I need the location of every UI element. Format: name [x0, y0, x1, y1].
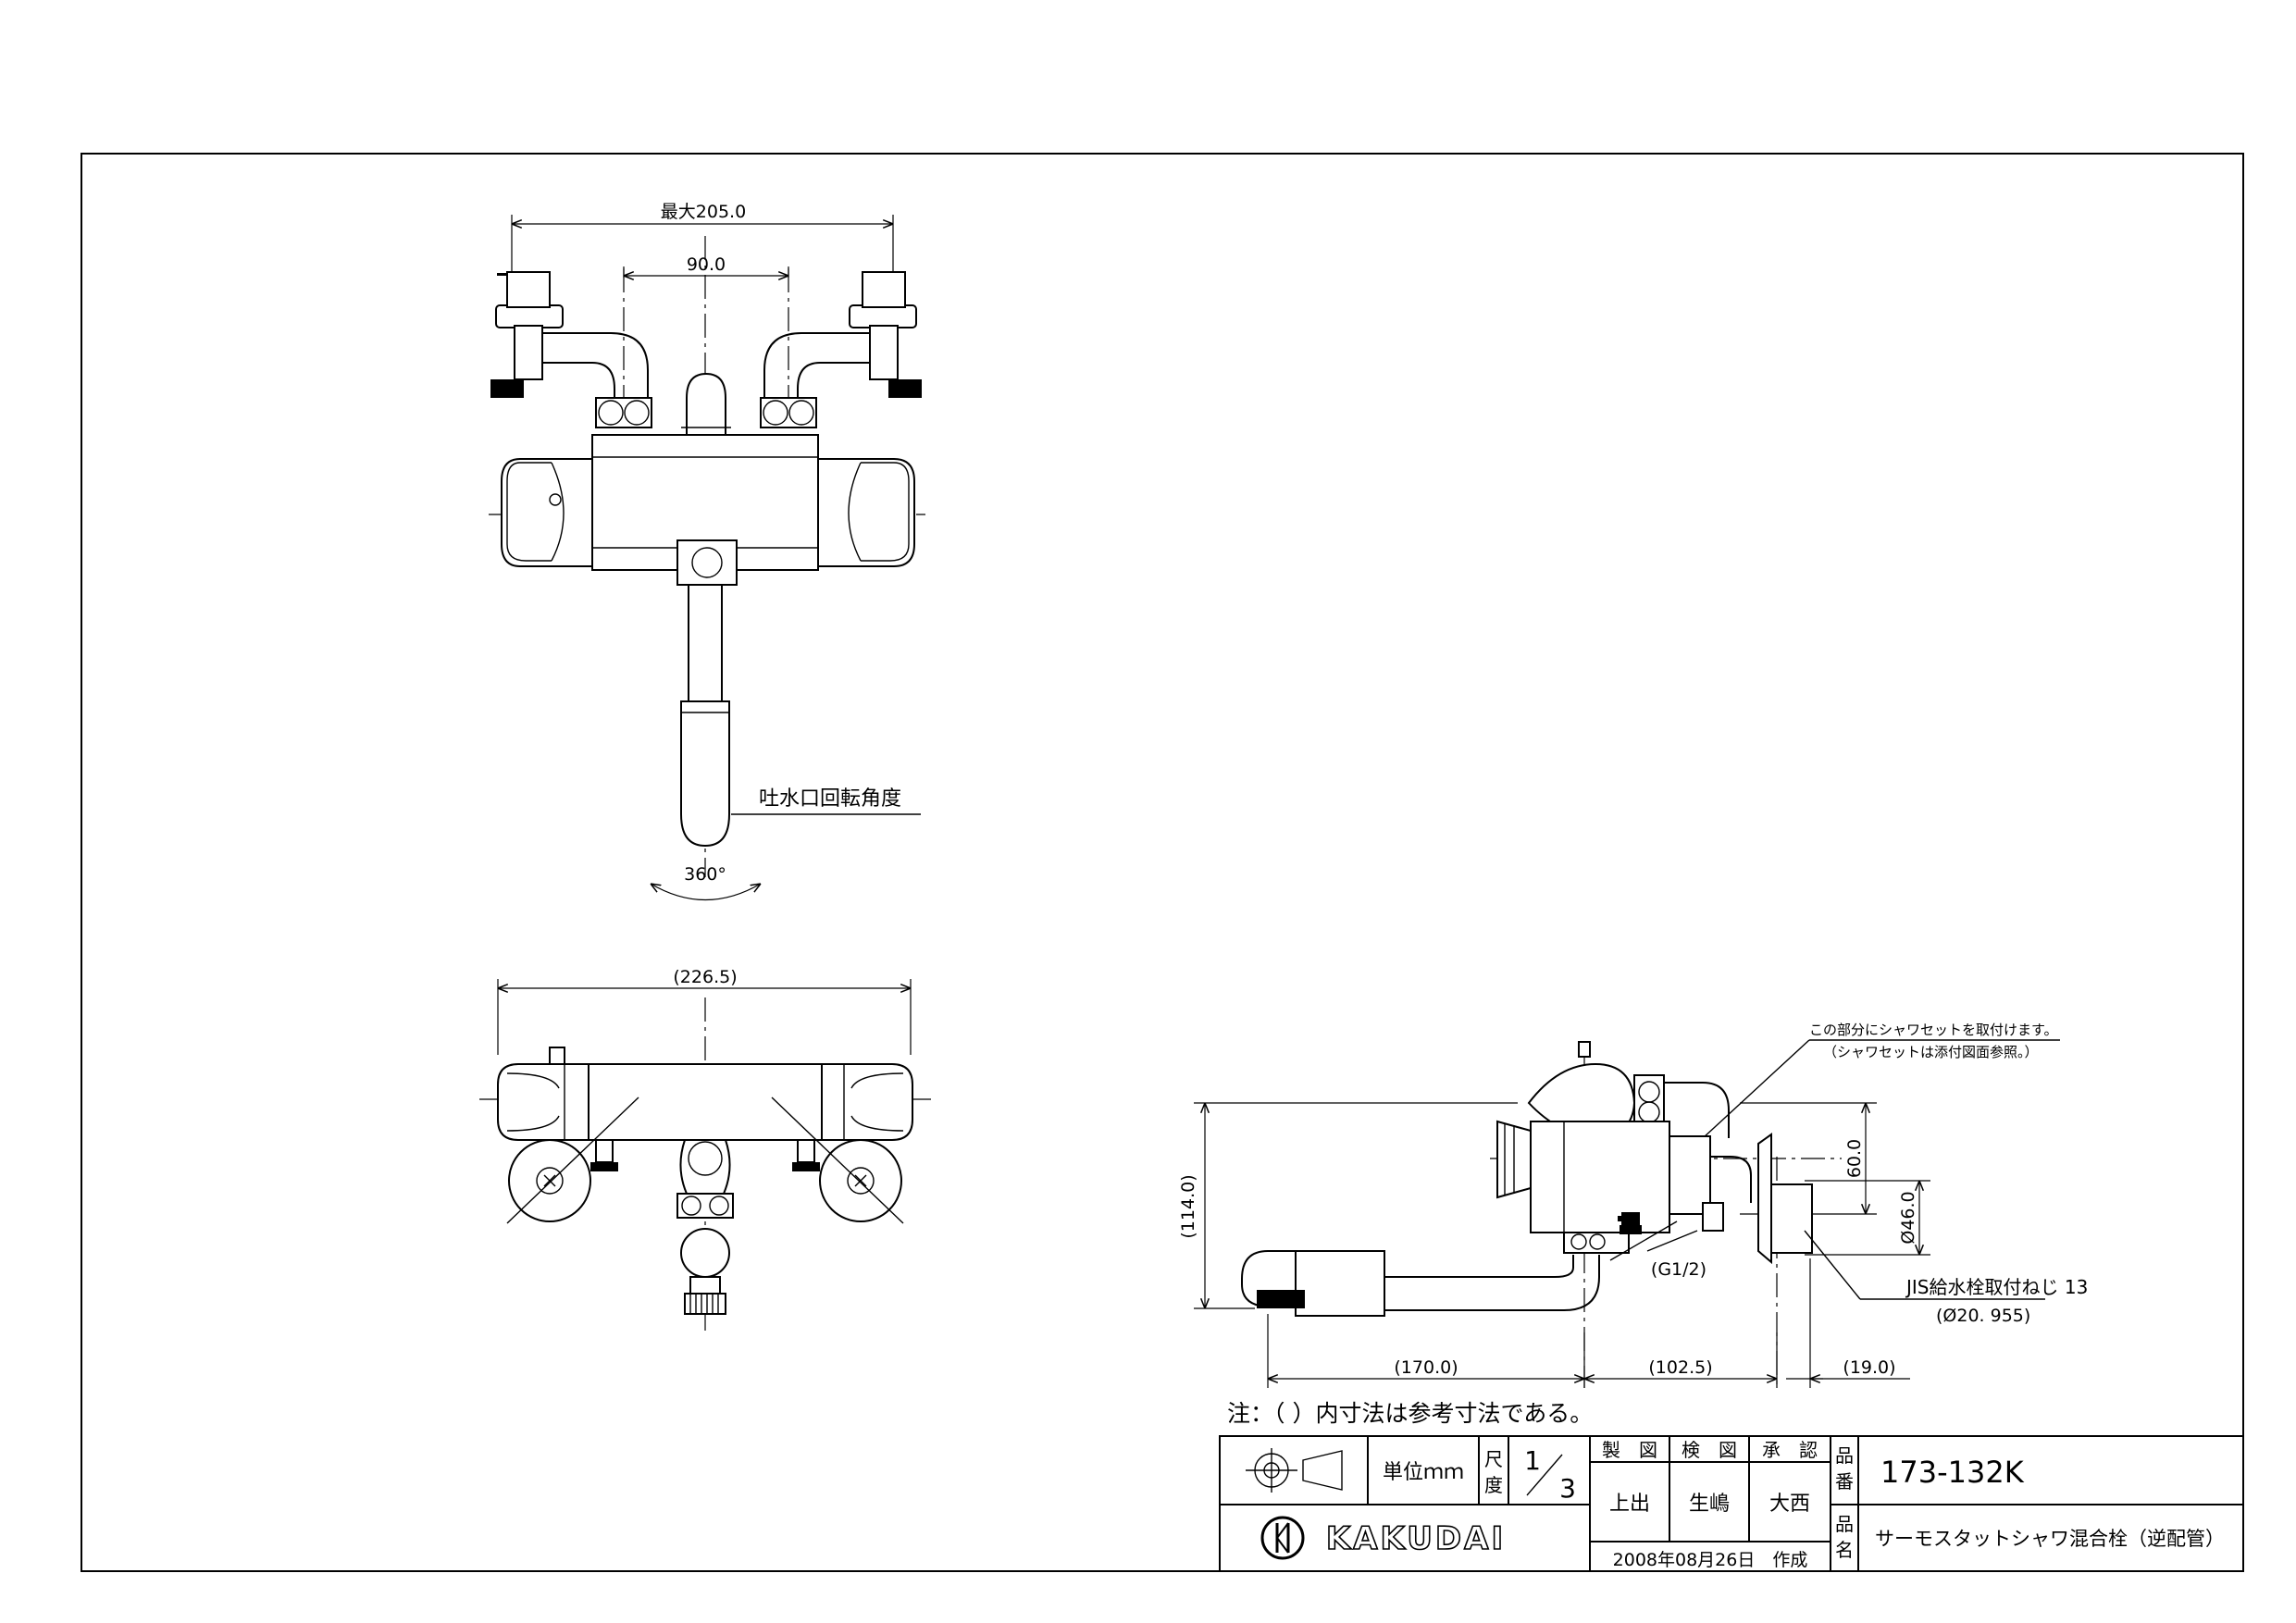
sheet-border — [81, 153, 2244, 1572]
part-no-label-top: 品 — [1835, 1444, 1854, 1467]
rotation-angle: 360° — [684, 864, 726, 885]
part-name: サーモスタットシャワ混合栓（逆配管） — [1875, 1528, 2225, 1550]
part-name-label-bottom: 名 — [1835, 1539, 1854, 1561]
name-drawn: 上出 — [1609, 1493, 1650, 1516]
dim-19: (19.0) — [1843, 1357, 1895, 1378]
projection-symbol-icon — [1246, 1448, 1343, 1493]
scale-numerator: 1 — [1524, 1445, 1541, 1476]
scale-label-bottom: 度 — [1484, 1474, 1503, 1496]
kakudai-logo-icon — [1260, 1516, 1305, 1560]
header-drawn: 製 図 — [1602, 1439, 1657, 1461]
thread-g12: (G1/2) — [1651, 1259, 1706, 1280]
name-approved: 大西 — [1769, 1493, 1810, 1516]
dim-max-width: 最大205.0 — [661, 202, 746, 222]
dim-height: (114.0) — [1178, 1174, 1198, 1238]
top-view: (226.5) — [479, 967, 931, 1331]
scale-denominator: 3 — [1559, 1473, 1576, 1504]
dim-60: 60.0 — [1844, 1139, 1865, 1178]
reference-dimension-note: 注：（ ）内寸法は参考寸法である。 — [1227, 1400, 1593, 1427]
dim-102-5: (102.5) — [1648, 1357, 1712, 1378]
jis-thread-label: JIS給水栓取付ねじ 13 — [1905, 1276, 2088, 1298]
part-no-label-bottom: 番 — [1835, 1470, 1854, 1493]
part-number: 173-132K — [1880, 1455, 2025, 1490]
dim-inlet-pitch: 90.0 — [687, 254, 726, 275]
brand-name: KAKUDAI — [1326, 1520, 1506, 1557]
part-name-label-top: 品 — [1835, 1513, 1854, 1535]
creation-date: 2008年08月26日 作成 — [1613, 1550, 1808, 1570]
scale-label-top: 尺 — [1484, 1448, 1503, 1470]
jis-thread-diameter: (Ø20. 955) — [1936, 1306, 2030, 1326]
title-block: 単位ｍｍ 尺 度 1 3 製 図 検 図 承 認 上出 生嶋 大西 品 番 17… — [1219, 1435, 2244, 1572]
dim-dia46: Ø46.0 — [1898, 1191, 1918, 1244]
dim-170: (170.0) — [1394, 1357, 1458, 1378]
name-checked: 生嶋 — [1689, 1493, 1730, 1516]
note-shower-set-2: （シャワセットは添付図面参照。） — [1823, 1044, 2039, 1060]
note-shower-set-1: この部分にシャワセットを取付けます。 — [1809, 1022, 2058, 1038]
header-checked: 検 図 — [1682, 1439, 1737, 1461]
header-approved: 承 認 — [1762, 1439, 1818, 1461]
dim-overall-width: (226.5) — [673, 967, 737, 987]
front-view: 最大205.0 90.0 — [489, 202, 925, 901]
side-view: この部分にシャワセットを取付けます。 （シャワセットは添付図面参照。） (114… — [1178, 1022, 2088, 1388]
unit-label: 単位ｍｍ — [1383, 1461, 1464, 1484]
spout-rotation-label: 吐水口回転角度 — [759, 787, 901, 811]
